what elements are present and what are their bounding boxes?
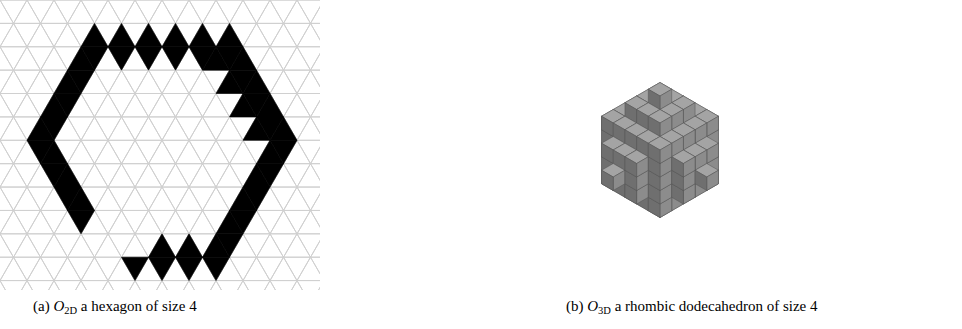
caption-subscript: 2D	[64, 305, 77, 316]
hexagon-ring	[27, 23, 297, 280]
caption-symbol: O	[53, 298, 64, 314]
caption-symbol: O	[587, 298, 598, 314]
caption-tag: (b)	[566, 298, 584, 314]
caption-subscript: 3D	[598, 305, 611, 316]
caption-text: a hexagon of size 4	[81, 298, 197, 314]
caption: (a) O2D a hexagon of size 4	[33, 298, 197, 316]
caption-text: a rhombic dodecahedron of size 4	[615, 298, 818, 314]
triangular-grid-hexagon	[0, 0, 320, 290]
grid	[0, 0, 320, 290]
caption: (b) O3D a rhombic dodecahedron of size 4	[566, 298, 818, 316]
caption-tag: (a)	[33, 298, 50, 314]
rhombic-dodecahedron	[520, 0, 820, 290]
